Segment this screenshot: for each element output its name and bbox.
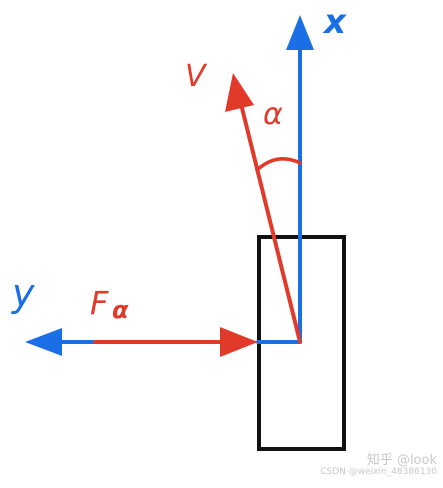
y-axis-arrowhead xyxy=(25,328,62,356)
watermark-line2: CSDN @weixin_48386130 xyxy=(320,467,437,478)
velocity-label: V xyxy=(185,59,208,94)
lateral-force-arrowhead xyxy=(220,327,258,357)
y-axis-label: y xyxy=(11,271,35,315)
slip-angle-label: α xyxy=(263,97,283,132)
x-axis-label: x xyxy=(322,2,347,42)
velocity-arrowhead xyxy=(225,73,254,112)
slip-angle-arc xyxy=(255,157,302,172)
lateral-force-subscript: α xyxy=(112,296,129,324)
x-axis-arrowhead xyxy=(286,15,314,50)
watermark-line1: 知乎 @look xyxy=(366,452,437,468)
velocity-vector-line xyxy=(240,106,302,344)
watermark: 知乎 @look CSDN @weixin_48386130 xyxy=(320,452,437,478)
lateral-force-label: F xyxy=(90,284,109,322)
